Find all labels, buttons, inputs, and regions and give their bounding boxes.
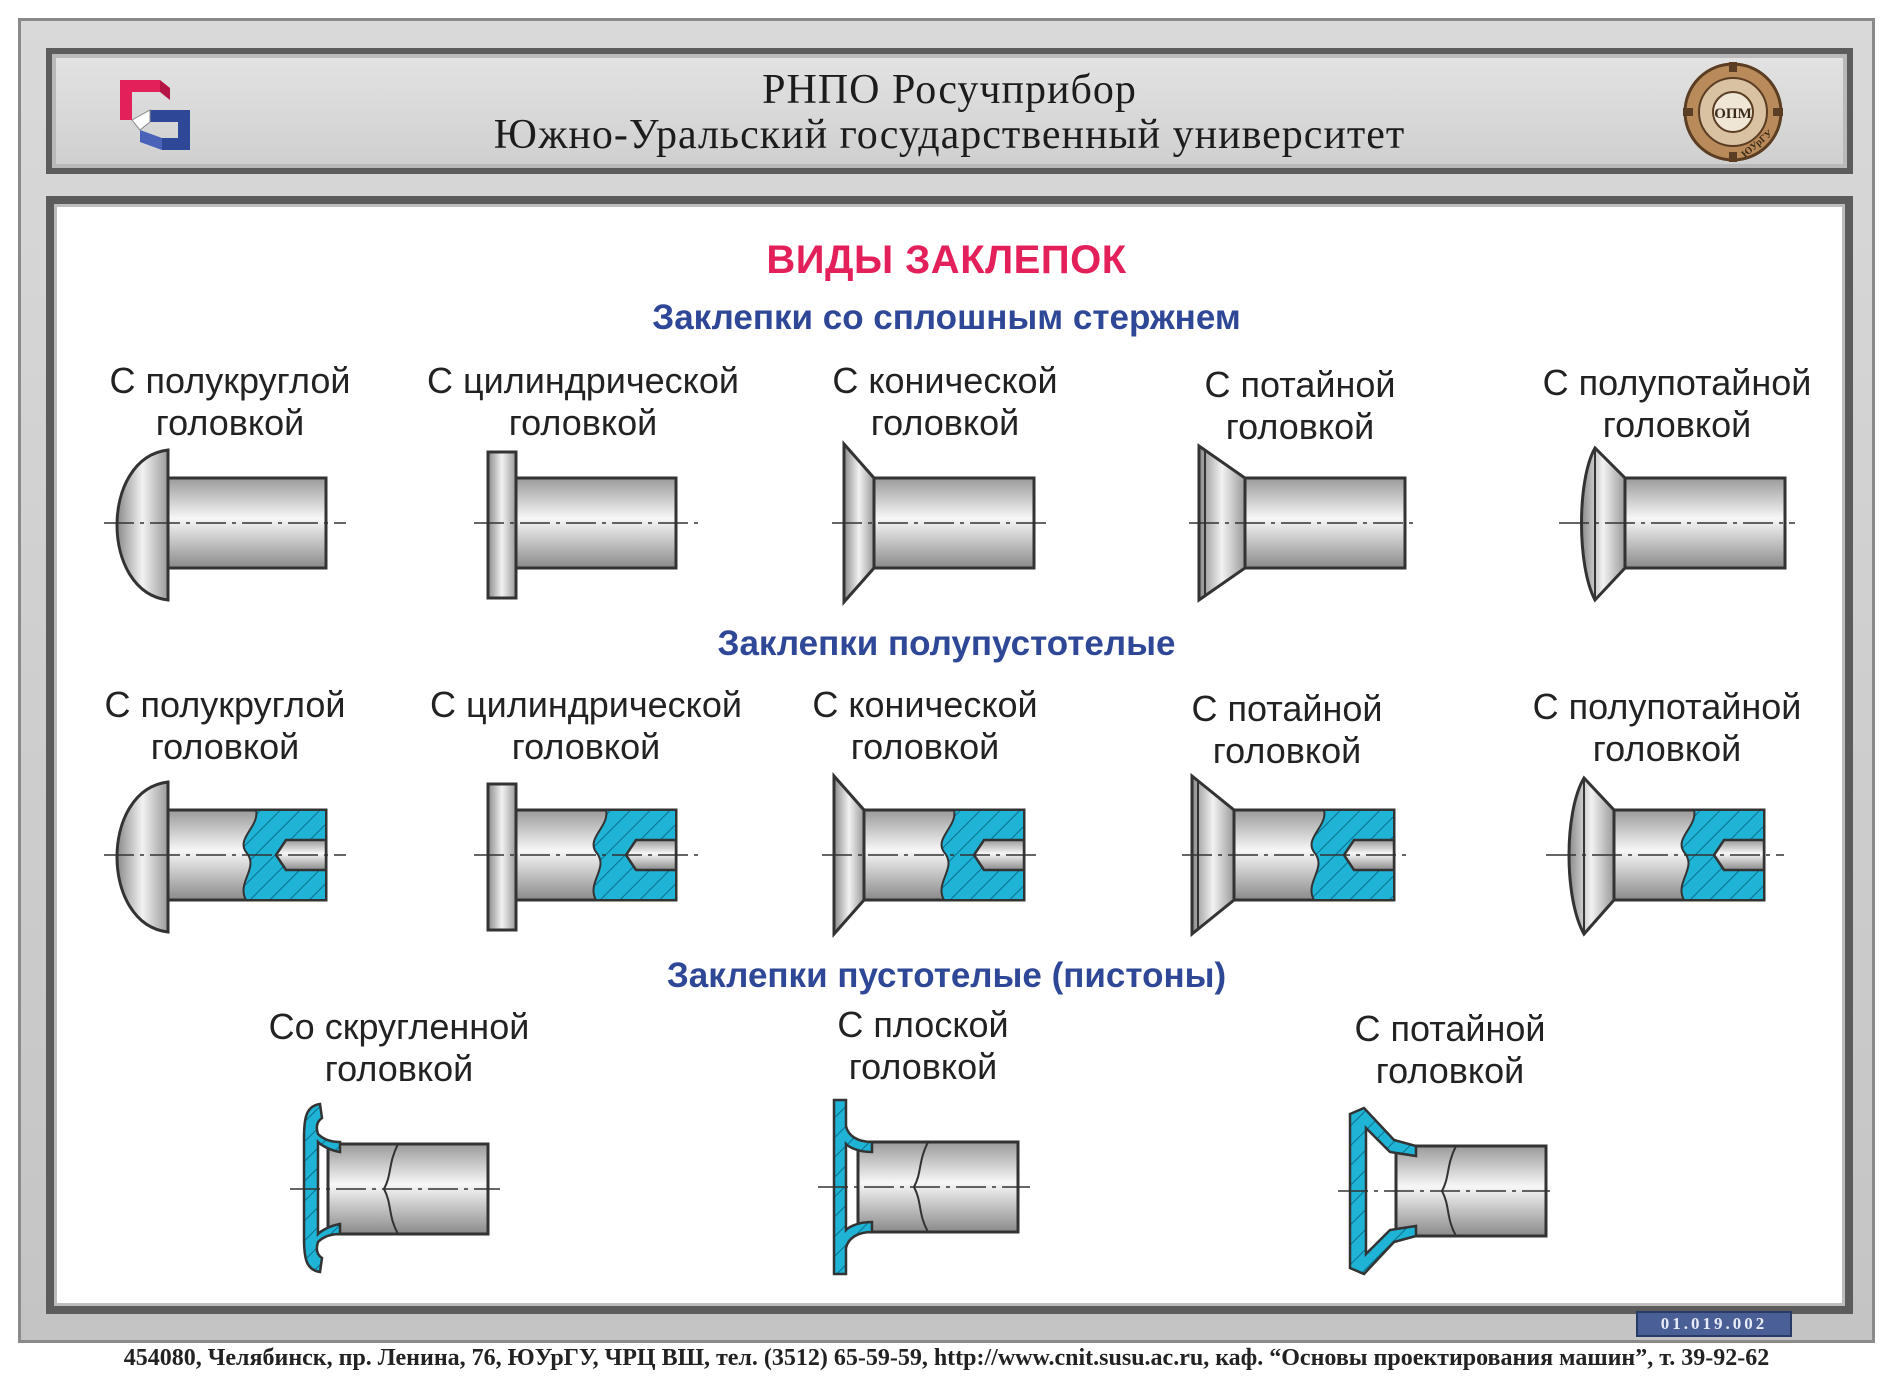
- rivet-hollow-countersunk-head: [1338, 1106, 1550, 1276]
- rivet-semi-hollow-conical-head: [822, 772, 1042, 938]
- header-line-1: РНПО Росучприбор: [762, 67, 1137, 113]
- document-code: 01.019.002: [1636, 1311, 1792, 1337]
- rivet-solid-countersunk-head: [1189, 443, 1419, 603]
- page-title: ВИДЫ ЗАКЛЕПОК: [766, 238, 1127, 282]
- university-emblem: ОПМ ЮУрГУ: [1683, 62, 1783, 162]
- rivet-solid-conical-head: [832, 440, 1048, 606]
- rivet-solid-round-head: [104, 448, 346, 602]
- emblem-label: ОПМ: [1714, 106, 1752, 122]
- rivet-semi-hollow-semi-countersunk-head: [1546, 775, 1784, 937]
- header-line-2: Южно-Уральский государственный университ…: [493, 112, 1406, 158]
- rivet-semi-hollow-cylindrical-head: [474, 782, 700, 932]
- rivet-semi-hollow-countersunk-head: [1182, 772, 1410, 938]
- rivet-hollow-rounded-head: [290, 1102, 500, 1274]
- rnpo-logo: [120, 80, 190, 150]
- content-panel: [46, 196, 1853, 1314]
- header-title: РНПО Росучприбор Южно-Уральский государс…: [52, 68, 1847, 158]
- rivet-semi-hollow-round-head: [104, 780, 346, 934]
- section-title-hollow: Заклепки пустотелые (пистоны): [666, 956, 1227, 995]
- section-title-semi-hollow: Заклепки полупустотелые: [717, 624, 1176, 663]
- rivet-hollow-flat-head: [818, 1098, 1030, 1276]
- rivet-solid-cylindrical-head: [474, 450, 700, 600]
- header-banner: РНПО Росучприбор Южно-Уральский государс…: [46, 48, 1853, 174]
- section-title-solid: Заклепки со сплошным стержнем: [652, 298, 1241, 337]
- rivet-solid-semi-countersunk-head: [1559, 445, 1795, 603]
- footer-address: 454080, Челябинск, пр. Ленина, 76, ЮУрГУ…: [123, 1345, 1770, 1371]
